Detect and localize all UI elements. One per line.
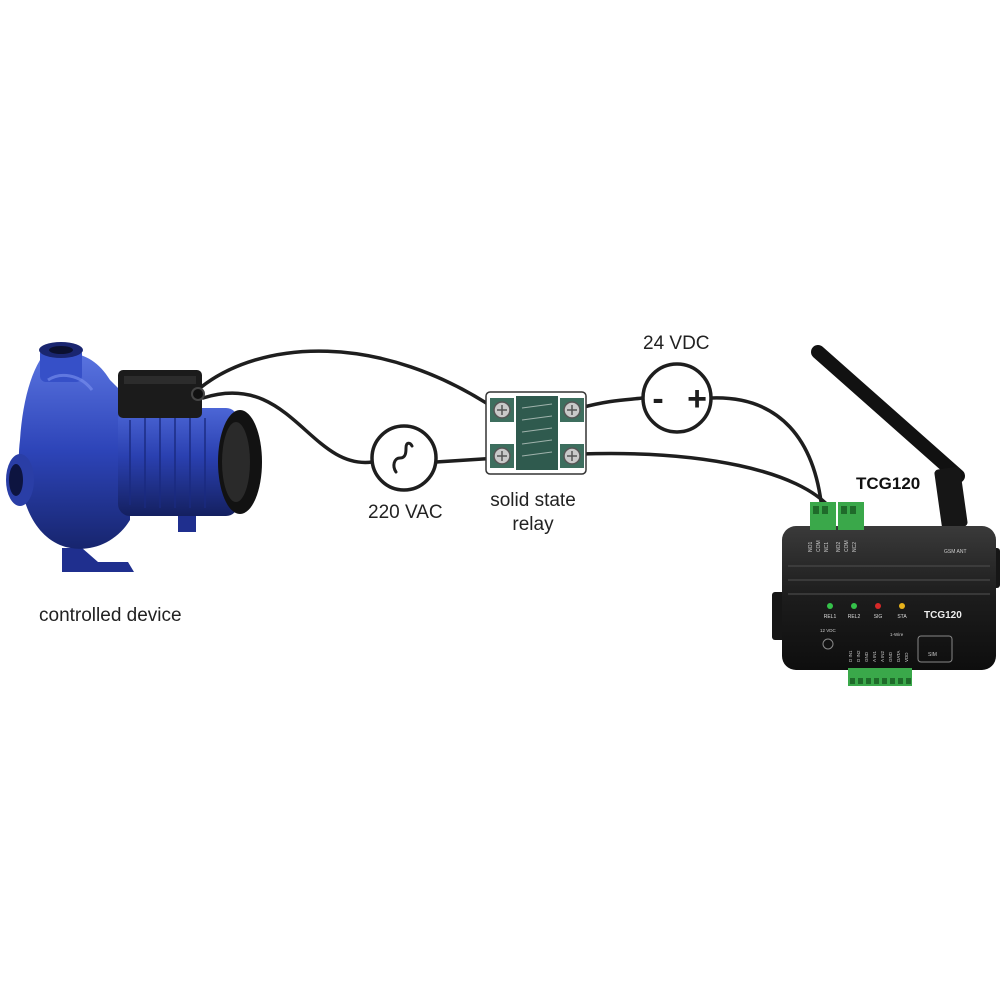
led-label: SIG [874, 614, 883, 620]
label-controlled-device: controlled device [39, 605, 182, 626]
wire-relay-to-dc-minus [578, 396, 645, 410]
terminal-label: COM [844, 540, 850, 552]
terminal-label: COM [816, 540, 822, 552]
dc-minus-sign: - [652, 380, 663, 418]
pump-casing [18, 352, 130, 549]
led-label: REL1 [824, 614, 837, 620]
antenna-icon [811, 345, 968, 529]
terminal-label: A IN1 [872, 650, 877, 662]
module-face-title: TCG120 [924, 610, 962, 621]
terminal-label: DATA [896, 651, 901, 662]
relay-image [485, 391, 587, 475]
terminal-label: NO2 [836, 542, 842, 553]
relay-label-line2: relay [512, 514, 554, 535]
module-body [782, 526, 996, 670]
top-terminal-block [810, 502, 864, 530]
ac-source-symbol [370, 424, 438, 492]
terminal-label: GND [864, 651, 869, 662]
led-sta [899, 603, 905, 609]
label-ac-source: 220 VAC [368, 502, 443, 523]
bottom-terminal-block [848, 668, 912, 686]
led-labels: REL1 REL2 SIG STA [824, 614, 908, 620]
relay-terminals [490, 398, 584, 468]
dc-source-symbol: - + [641, 362, 713, 434]
wire-pump-to-ac-source [201, 391, 374, 465]
led-label: STA [897, 614, 907, 620]
terminal-label: D IN2 [856, 650, 861, 662]
terminal-label: GND [888, 651, 893, 662]
terminal-label: NO1 [808, 542, 814, 553]
top-terminal-labels: NO1 COM NC1 NO2 COM NC2 [808, 540, 858, 552]
pump-base [62, 548, 134, 572]
terminal-label: NC2 [852, 542, 858, 552]
dc-plus-sign: + [687, 380, 707, 418]
wire-dc-plus-to-module [710, 396, 824, 512]
status-leds [827, 603, 905, 609]
terminal-label: VDD [904, 652, 909, 662]
sim-label: SIM [928, 652, 937, 658]
bottom-terminal-labels: D IN1 D IN2 GND A IN1 A IN2 GND DATA VDD [848, 650, 909, 662]
power-label: 12 VDC [820, 628, 837, 633]
sine-wave-icon [392, 441, 414, 474]
label-dc-source: 24 VDC [643, 333, 710, 354]
terminal-label: D IN1 [848, 650, 853, 662]
led-rel2 [851, 603, 857, 609]
wires [198, 349, 834, 512]
terminal-label: NC1 [824, 542, 830, 552]
sim-slot [917, 635, 953, 663]
pump-motor [118, 408, 238, 516]
wire-pump-to-relay-top [198, 349, 502, 414]
relay-label-line1: solid state [490, 490, 576, 511]
pump-image [6, 342, 262, 572]
wire-relay-to-module [578, 451, 834, 512]
led-rel1 [827, 603, 833, 609]
label-device-name: TCG120 [856, 474, 921, 493]
antenna-port-label: GSM ANT [944, 549, 967, 555]
module-image: NO1 COM NC1 NO2 COM NC2 GSM ANT REL1 REL… [772, 345, 1000, 686]
led-label: REL2 [848, 614, 861, 620]
led-sig [875, 603, 881, 609]
terminal-label: A IN2 [880, 650, 885, 662]
power-jack-icon [822, 638, 834, 650]
bus-label: 1-Wire [890, 632, 904, 637]
label-solid-state-relay: solid state relay [490, 489, 576, 537]
